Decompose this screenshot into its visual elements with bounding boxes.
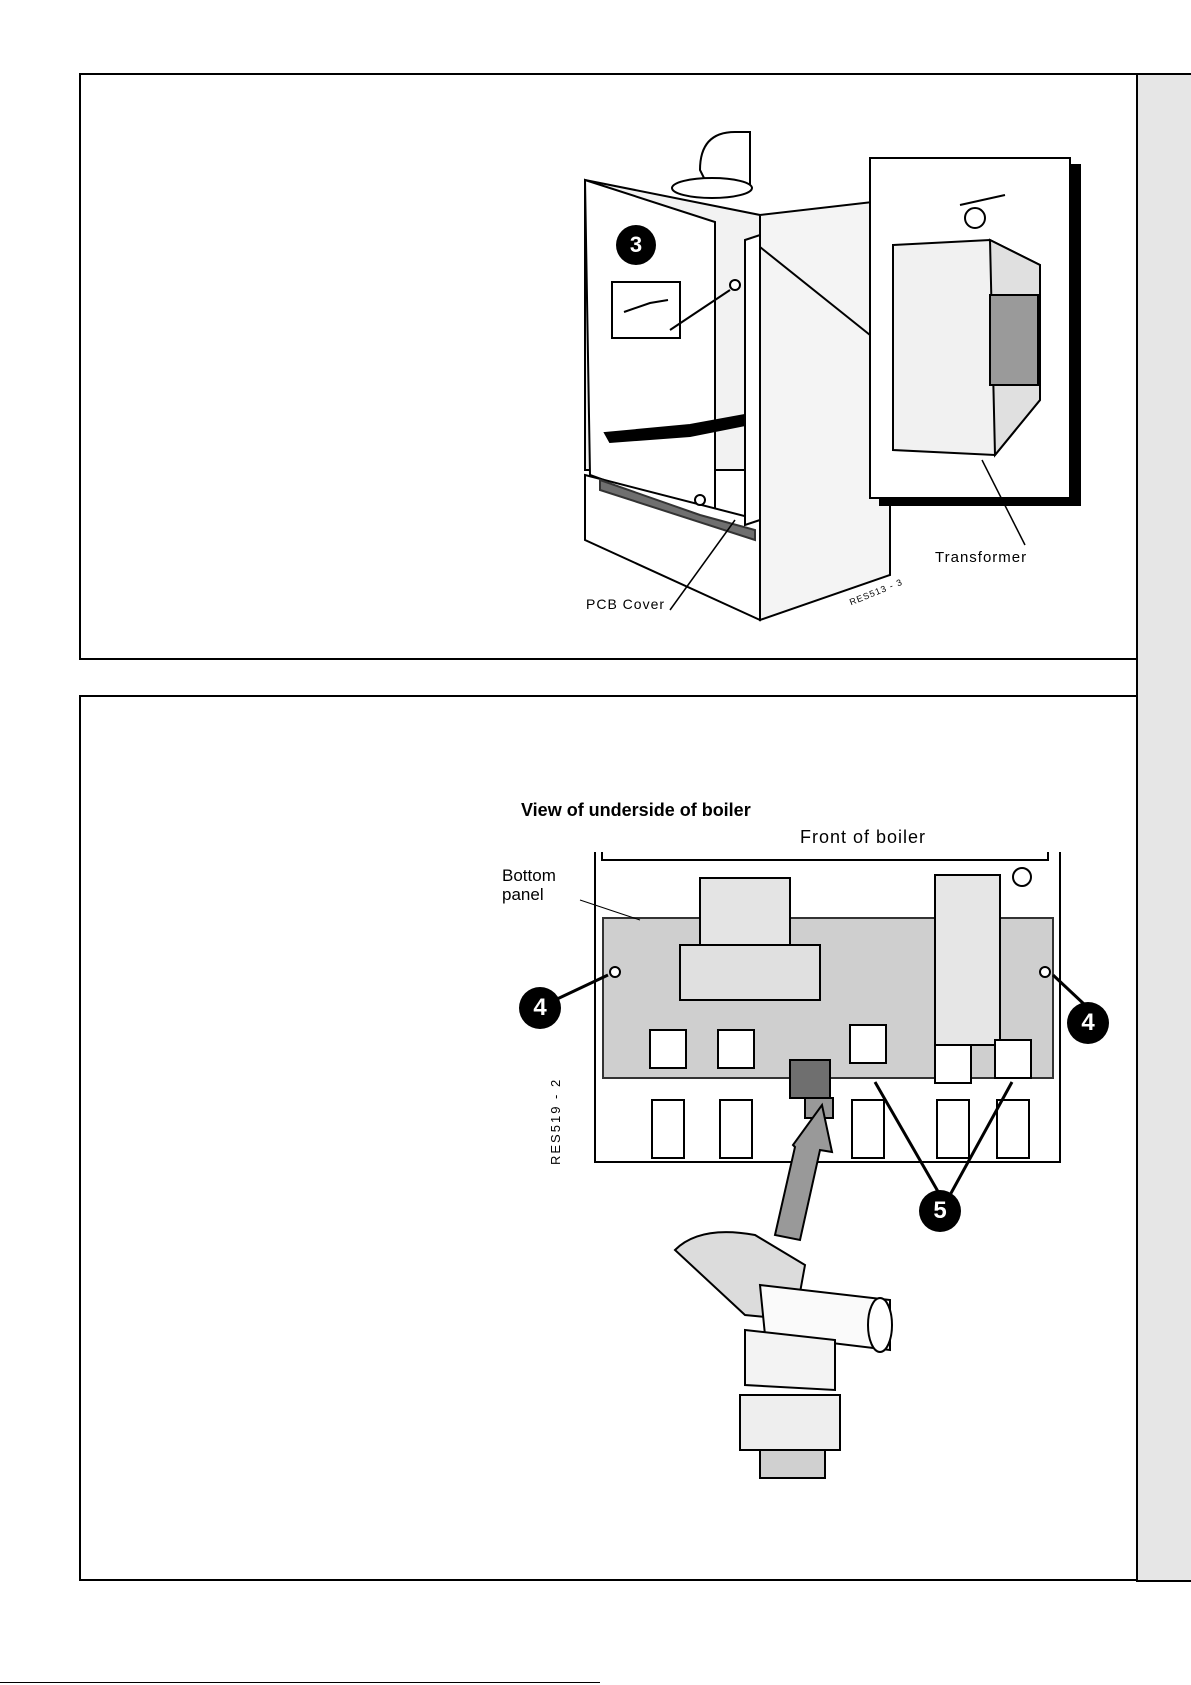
- callout-badge-4-left: 4: [519, 987, 561, 1029]
- transformer-detail: [870, 158, 1080, 505]
- pcb-cover-label: PCB Cover: [586, 596, 665, 612]
- footer-rule: [0, 1682, 600, 1683]
- underside-drawing: [595, 852, 1060, 1162]
- drain-hose-fitting: [675, 1232, 892, 1478]
- callout-badge-3: 3: [616, 225, 656, 265]
- underside-heading: View of underside of boiler: [521, 800, 751, 821]
- callout-badge-5: 5: [919, 1190, 961, 1232]
- drawing-code-bottom: RES519 - 2: [548, 1078, 563, 1165]
- front-of-boiler-label: Front of boiler: [800, 827, 926, 848]
- callout-badge-4-right: 4: [1067, 1002, 1109, 1044]
- transformer-label: Transformer: [935, 549, 1027, 566]
- boiler-casing-drawing: [585, 132, 890, 620]
- bottom-panel-label: Bottom panel: [502, 866, 582, 904]
